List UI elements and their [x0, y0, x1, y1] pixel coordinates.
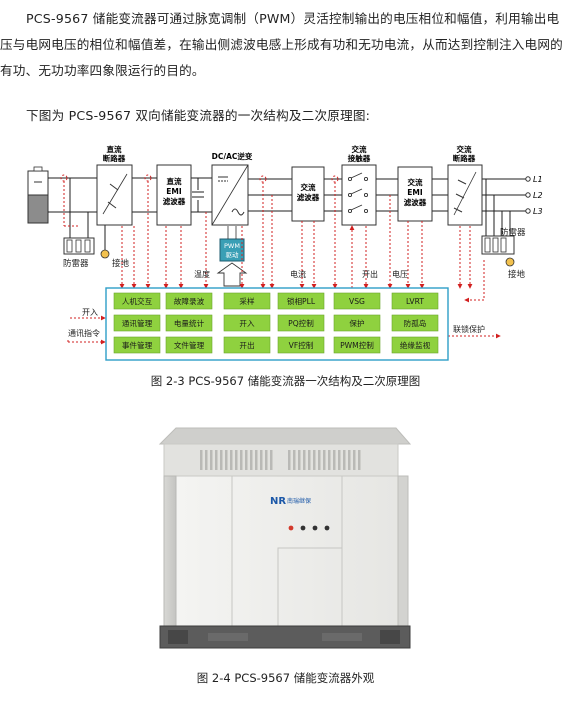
ac-filter-block: 交流 滤波器 [291, 166, 325, 222]
svg-text:滤波器: 滤波器 [404, 197, 427, 207]
function-cell-label: 开出 [239, 340, 254, 350]
signal-labels: 温度 电流 开出 电压 开入 通讯指令 联锁保护 [68, 269, 485, 338]
switch-in-label: 开入 [82, 308, 98, 317]
function-cell-label: LVRT [406, 297, 424, 306]
function-cell [333, 292, 381, 310]
ground-right-icon: 接地 [505, 257, 526, 280]
svg-text:直流: 直流 [107, 144, 122, 154]
brand-logo: NR [270, 496, 286, 507]
pwm-drive-block: PWM 驱动 [216, 226, 248, 287]
intro-paragraph: PCS-9567 储能变流器可通过脉宽调制（PWM）灵活控制输出的电压相位和幅值… [0, 11, 563, 78]
function-cell-label: 故障录波 [174, 296, 205, 306]
product-photo: NR 南瑞继保 [158, 427, 412, 649]
ac-breaker-block: 交流 断路器 [447, 144, 483, 226]
svg-text:断路器: 断路器 [453, 153, 476, 163]
function-cell [165, 292, 213, 310]
svg-text:PWM: PWM [224, 242, 240, 250]
primary-secondary-diagram: 防雷器 接地 防雷器 接地 直流 断路器 直流 EMI 滤波器 DC/AC逆变 [27, 144, 543, 361]
indicator-light-icon [312, 525, 318, 531]
function-cell-label: 通讯管理 [122, 318, 153, 328]
surge-arrester-right: 防雷器 [481, 227, 526, 255]
temperature-label: 温度 [194, 269, 210, 279]
ground-left-label: 接地 [112, 258, 130, 269]
svg-text:驱动: 驱动 [226, 251, 240, 259]
function-cell [113, 292, 161, 310]
function-cell [391, 336, 439, 354]
comm-command-label: 通讯指令 [68, 328, 100, 338]
function-cell-label: 采样 [239, 296, 255, 306]
function-cell [277, 314, 325, 332]
dc-ac-inverter-block: DC/AC逆变 [211, 151, 253, 226]
function-cell-label: 绝缘监视 [400, 340, 431, 350]
function-cell-label: 电量统计 [174, 318, 205, 328]
svg-text:断路器: 断路器 [103, 153, 126, 163]
grid-terminals: L1 L2 L3 [525, 175, 543, 216]
function-cell [223, 336, 271, 354]
function-cell-label: 开入 [239, 319, 255, 328]
function-grid: 人机交互 故障录波 采样 锁相PLL VSG LVRT 通讯管理 电量统计 开入 PQ控制 保护 防孤… [113, 292, 439, 354]
dc-breaker-block: 直流 断路器 [96, 144, 133, 226]
dc-emi-filter-block: 直流 EMI 滤波器 [156, 164, 192, 226]
diagram-intro-paragraph: 下图为 PCS-9567 双向储能变流器的一次结构及二次原理图: [26, 108, 371, 123]
svg-text:EMI: EMI [166, 187, 182, 196]
ac-emi-filter-block: 交流 EMI 滤波器 [397, 166, 433, 222]
function-cell-label: 防孤岛 [404, 318, 427, 328]
control-unit-box [105, 287, 449, 361]
battery-icon [27, 166, 49, 224]
terminal-l2-label: L2 [533, 191, 543, 200]
ground-right-label: 接地 [508, 269, 526, 280]
svg-text:EMI: EMI [407, 188, 423, 197]
function-cell [333, 314, 381, 332]
function-cell-label: PWM控制 [340, 340, 374, 350]
control-signal-lines [60, 174, 501, 345]
interlock-label: 联锁保护 [453, 324, 485, 334]
cabinet-image: NR 南瑞继保 [158, 427, 412, 649]
svg-text:滤波器: 滤波器 [297, 192, 320, 202]
svg-text:滤波器: 滤波器 [163, 196, 186, 206]
function-cell-label: VF控制 [289, 340, 314, 350]
svg-text:DC/AC逆变: DC/AC逆变 [212, 151, 253, 161]
figure-2-4-caption: 图 2-4 PCS-9567 储能变流器外观 [196, 671, 375, 685]
terminal-l1-label: L1 [533, 175, 543, 184]
function-cell-label: 文件管理 [174, 340, 205, 350]
switch-out-label: 开出 [362, 269, 378, 279]
function-cell [223, 314, 271, 332]
function-cell-label: PQ控制 [288, 318, 314, 328]
function-cell [277, 336, 325, 354]
function-cell-label: VSG [349, 297, 365, 306]
function-cell [113, 336, 161, 354]
function-cell [277, 292, 325, 310]
svg-text:交流: 交流 [301, 182, 316, 192]
function-cell-label: 事件管理 [122, 340, 153, 350]
svg-text:接触器: 接触器 [348, 153, 371, 163]
indicator-light-icon [300, 525, 306, 531]
function-cell [165, 336, 213, 354]
function-cell-label: 保护 [349, 318, 365, 328]
function-cell [391, 292, 439, 310]
ac-contactor-block: 交流 接触器 [341, 144, 377, 226]
terminal-l3-label: L3 [533, 207, 543, 216]
function-cell-label: 人机交互 [122, 296, 153, 306]
function-cell-label: 锁相PLL [287, 296, 316, 306]
function-cell [165, 314, 213, 332]
function-cell [223, 292, 271, 310]
brand-name: 南瑞继保 [287, 497, 311, 505]
ground-left-icon: 接地 [100, 249, 130, 269]
indicator-light-icon [288, 525, 294, 531]
svg-text:交流: 交流 [352, 144, 367, 154]
indicator-light-icon [324, 525, 330, 531]
surge-arrester-right-label: 防雷器 [500, 227, 526, 238]
surge-arrester-left-label: 防雷器 [63, 258, 89, 269]
figure-2-3-caption: 图 2-3 PCS-9567 储能变流器一次结构及二次原理图 [150, 374, 421, 388]
svg-text:交流: 交流 [457, 144, 472, 154]
voltage-label: 电压 [392, 269, 408, 279]
function-cell [113, 314, 161, 332]
svg-text:直流: 直流 [167, 176, 182, 186]
surge-arrester-left: 防雷器 [63, 237, 95, 269]
function-cell [391, 314, 439, 332]
current-label: 电流 [290, 269, 306, 279]
svg-text:交流: 交流 [408, 177, 423, 187]
function-cell [333, 336, 381, 354]
